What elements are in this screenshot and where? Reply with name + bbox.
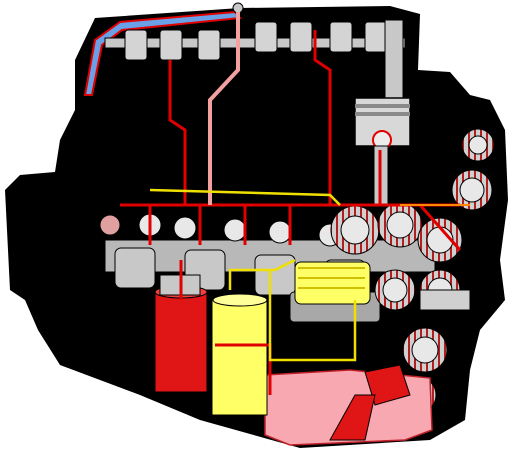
valve-train [104,2,406,101]
oil-lines-yellow [149,188,357,362]
oil-pump [329,364,411,441]
oil-line-pink [208,12,240,205]
oil-cooler [294,261,371,305]
oil-filter-red [154,274,208,393]
oil-filter-yellow [211,293,268,416]
